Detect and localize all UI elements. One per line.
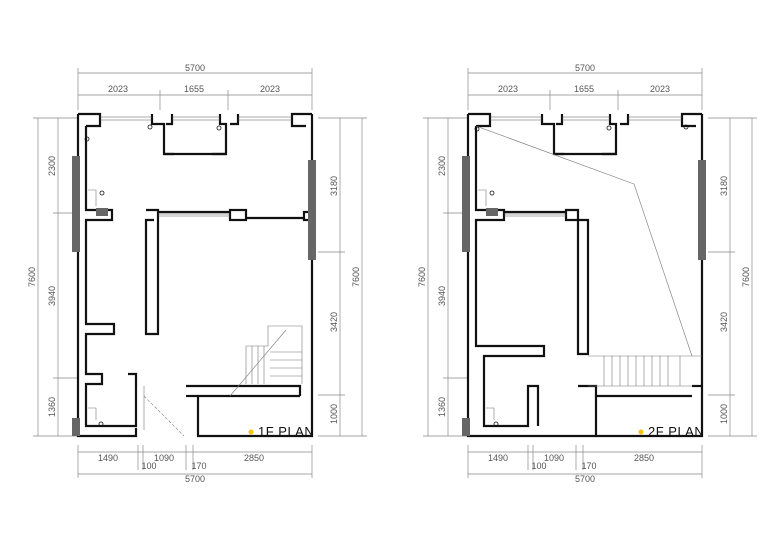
plan-2f-label-dot	[638, 429, 644, 435]
plan-1f-bottom-seg-5: 2850	[244, 453, 264, 463]
plan-2f-top-dimensions: 5700 2023 1655 2023	[467, 63, 703, 110]
plan-1f-left-dimensions: 7600 2300 3940 1360	[27, 117, 78, 437]
plan-2f-right-seg-1: 3180	[719, 176, 729, 196]
plan-1f-left-seg-2: 3940	[47, 286, 57, 306]
plan-2f-column-left-bottom	[462, 418, 470, 436]
plan-1f-bottom-seg-3: 1090	[154, 453, 174, 463]
plan-2f-bottom-seg-1: 1490	[488, 453, 508, 463]
plan-1f-column-right	[308, 160, 316, 260]
plan-1f-right-dimensions: 3180 3420 1000 7600	[318, 117, 367, 437]
plan-2f-title: 2F PLAN	[638, 424, 704, 439]
plan-2f-right-total: 7600	[741, 267, 751, 287]
plan-2f-left-dimensions: 7600 2300 3940 1360	[417, 117, 468, 437]
plan-1f-column-left-bottom	[72, 418, 80, 436]
plan-2f-left-seg-2: 3940	[437, 286, 447, 306]
plan-1f-column-left	[72, 156, 80, 252]
plan-2f-top-total: 5700	[575, 63, 595, 73]
plan-2f-right-seg-2: 3420	[719, 312, 729, 332]
plan-2f-bottom-total: 5700	[575, 474, 595, 484]
plan-2f-top-seg-1: 2023	[498, 84, 518, 94]
plan-2f-left-seg-3: 1360	[437, 397, 447, 417]
plan-1f-bottom-dimensions: 1490 100 1090 170 2850 5700	[77, 445, 313, 484]
plan-2f-walls	[466, 112, 704, 438]
plan-2f-bottom-seg-4: 170	[581, 461, 596, 471]
plan-1f-right-seg-2: 3420	[329, 312, 339, 332]
plan-1f-title: 1F PLAN	[248, 424, 314, 439]
plan-1f: 5700 2023 1655 2023 7600 2300 3940 1360	[27, 63, 367, 484]
plan-2f-column-right	[698, 160, 706, 260]
plan-1f-fixtures	[84, 124, 222, 427]
plan-1f-top-seg-1: 2023	[108, 84, 128, 94]
plan-2f-bottom-dimensions: 1490 100 1090 170 2850 5700	[467, 445, 703, 484]
plan-2f-column-small	[486, 208, 498, 216]
plan-1f-right-total: 7600	[351, 267, 361, 287]
plan-1f-left-total: 7600	[27, 267, 37, 287]
plan-1f-top-seg-2: 1655	[184, 84, 204, 94]
plan-2f-columns	[462, 156, 706, 436]
plan-2f-right-dimensions: 3180 3420 1000 7600	[708, 117, 757, 437]
plan-1f-right-seg-1: 3180	[329, 176, 339, 196]
plan-2f-top-seg-2: 1655	[574, 84, 594, 94]
plan-1f-left-seg-1: 2300	[47, 156, 57, 176]
plan-1f-column-small	[96, 208, 108, 216]
plan-1f-label-dot	[248, 429, 254, 435]
plan-1f-left-seg-3: 1360	[47, 397, 57, 417]
plan-2f: 5700 2023 1655 2023 7600 2300 3940 1360	[417, 63, 757, 484]
plan-2f-left-seg-1: 2300	[437, 156, 447, 176]
plan-1f-columns	[72, 156, 316, 436]
plan-2f-label: 2F PLAN	[648, 424, 704, 439]
plan-2f-left-total: 7600	[417, 267, 427, 287]
plan-1f-walls	[76, 112, 314, 438]
plan-2f-bottom-seg-5: 2850	[634, 453, 654, 463]
plan-2f-right-seg-3: 1000	[719, 404, 729, 424]
plan-2f-top-seg-3: 2023	[650, 84, 670, 94]
plan-2f-fixtures	[474, 124, 689, 427]
plan-1f-bottom-total: 5700	[185, 474, 205, 484]
plan-1f-label: 1F PLAN	[258, 424, 314, 439]
plan-1f-top-seg-3: 2023	[260, 84, 280, 94]
plan-1f-top-total: 5700	[185, 63, 205, 73]
plan-1f-bottom-seg-1: 1490	[98, 453, 118, 463]
plan-2f-bottom-seg-2: 100	[531, 461, 546, 471]
plan-1f-bottom-seg-4: 170	[191, 461, 206, 471]
plan-1f-bottom-seg-2: 100	[141, 461, 156, 471]
plan-1f-right-seg-3: 1000	[329, 404, 339, 424]
plan-1f-top-dimensions: 5700 2023 1655 2023	[77, 63, 313, 110]
plan-2f-column-left	[462, 156, 470, 252]
plan-2f-bottom-seg-3: 1090	[544, 453, 564, 463]
